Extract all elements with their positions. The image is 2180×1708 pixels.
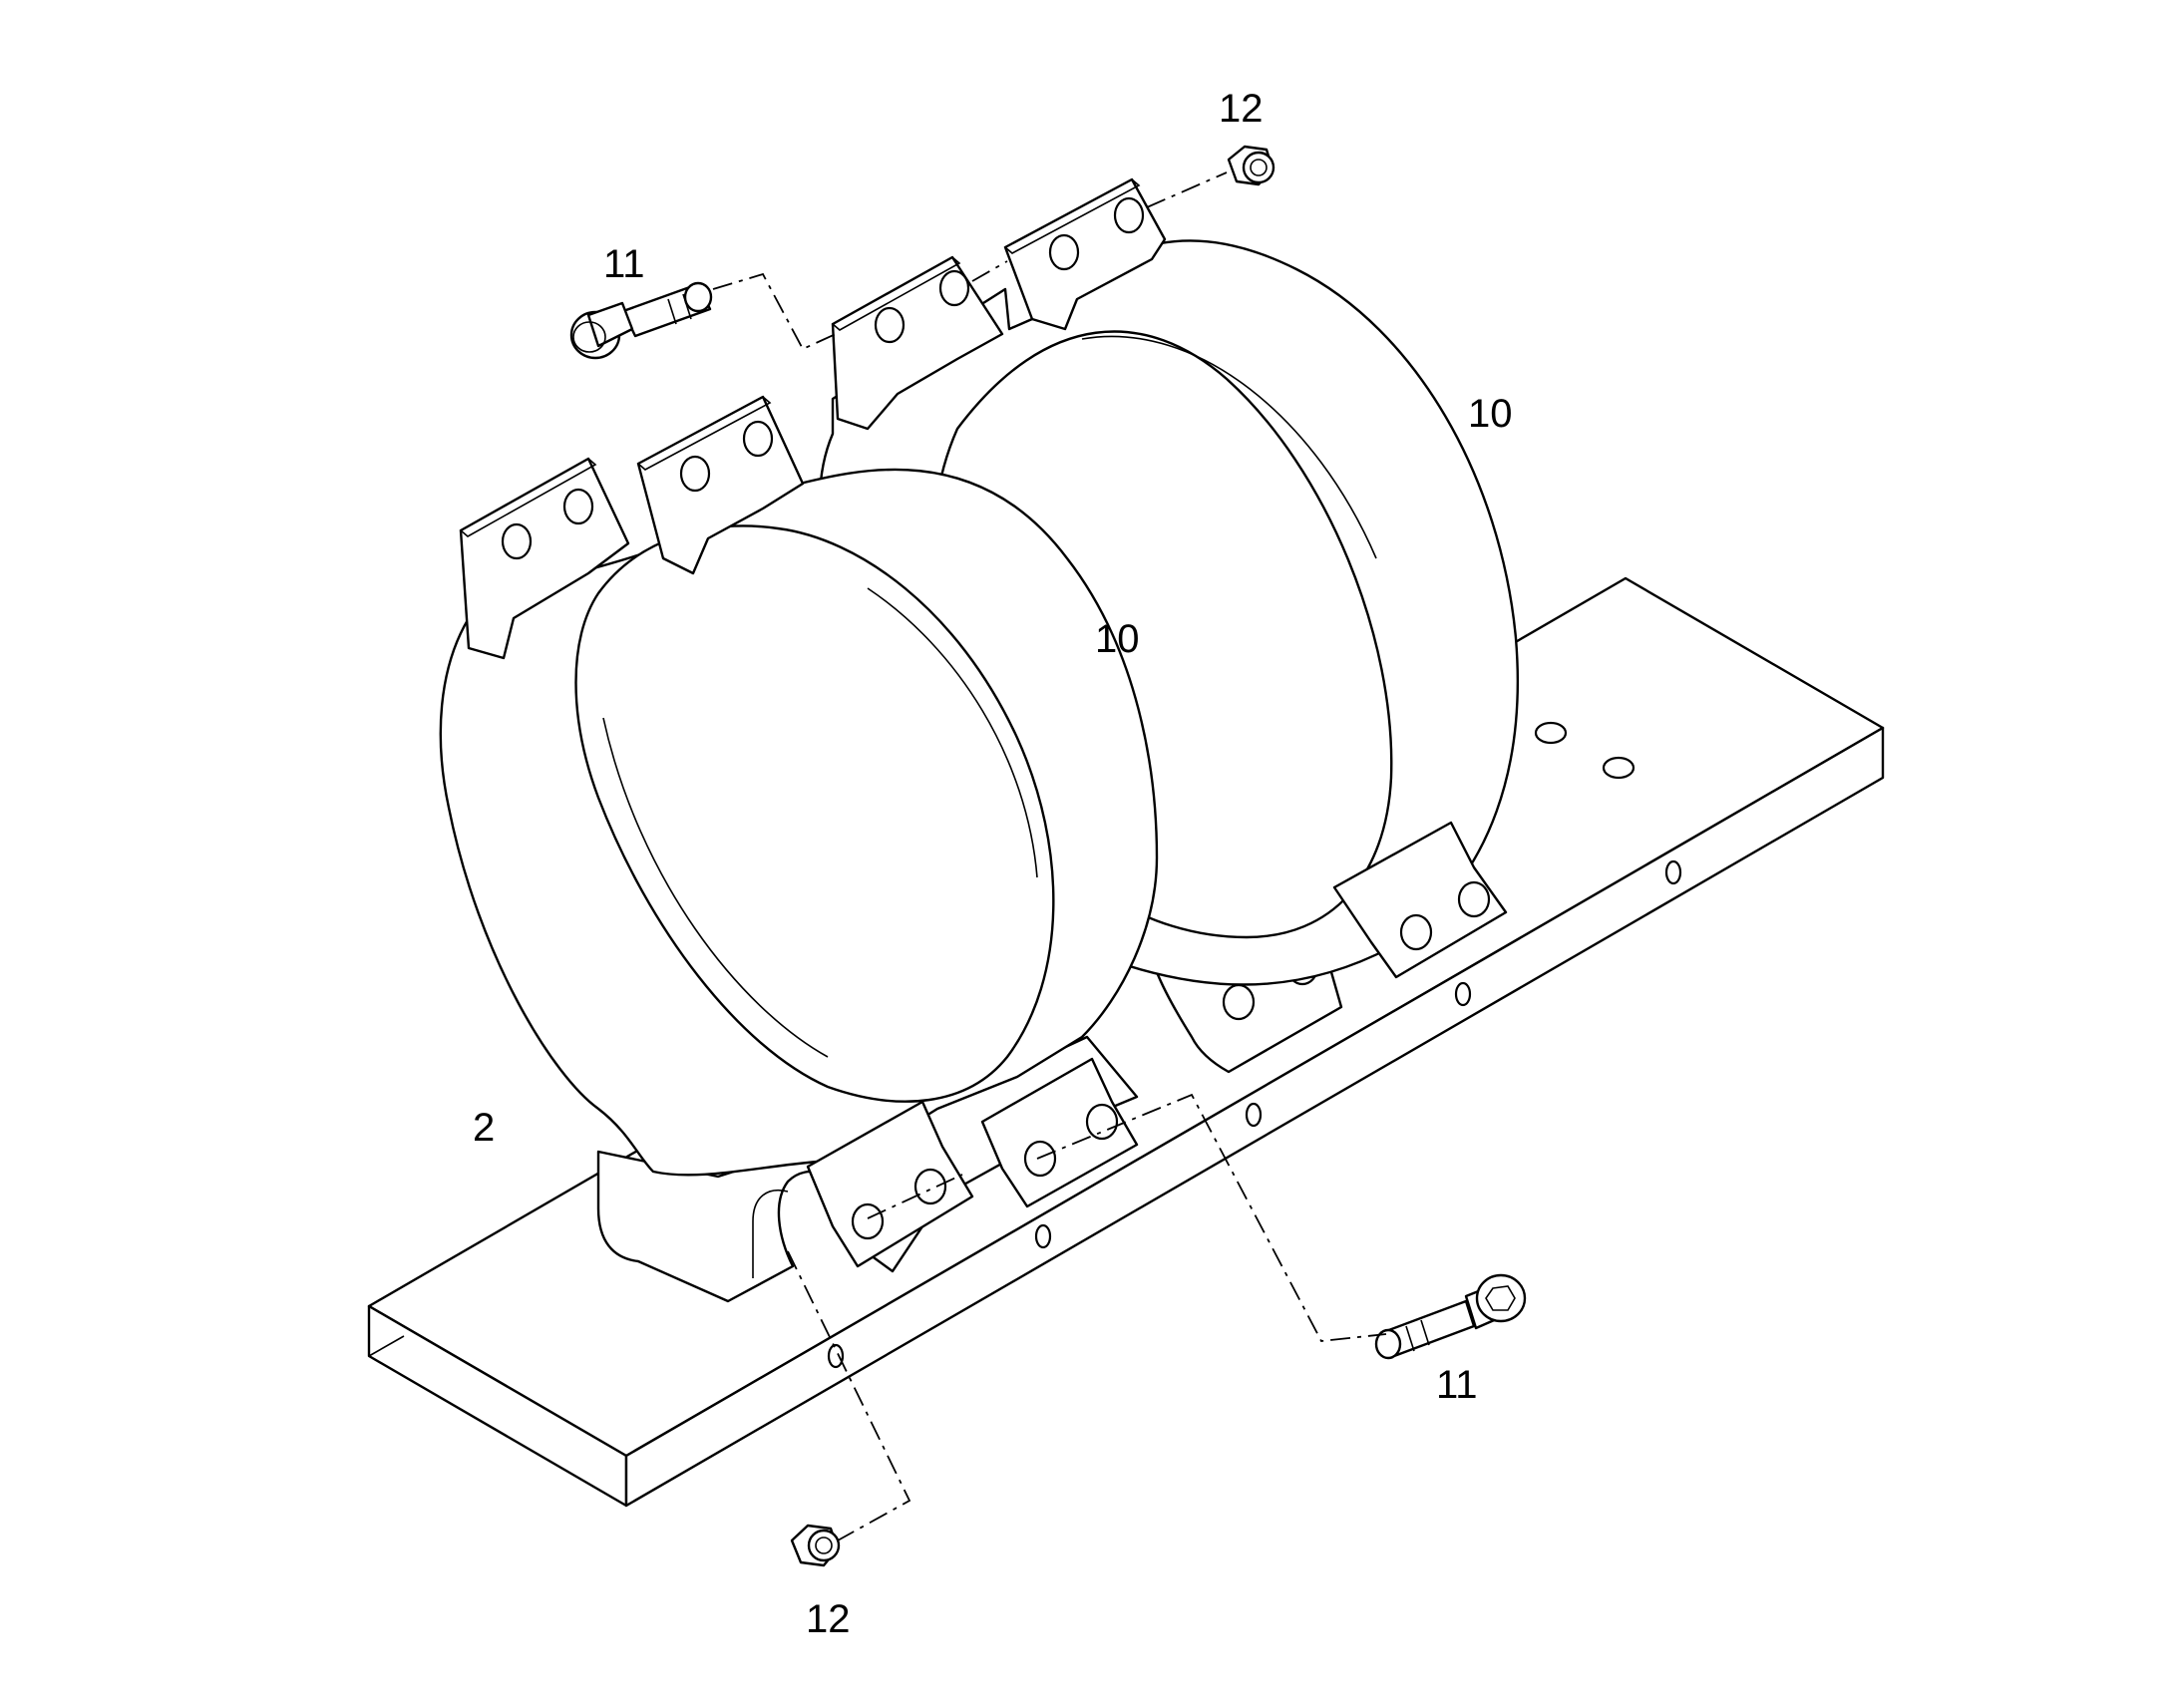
- callout-labels: 2 10 10 11 11 12 12: [473, 87, 1513, 1641]
- callout-base: 2: [473, 1106, 495, 1150]
- assembly-centerlines: [712, 171, 1387, 1541]
- callout-clamp-front: 10: [1095, 617, 1140, 661]
- callout-clamp-rear: 10: [1468, 392, 1513, 436]
- nut-top: [1227, 145, 1275, 186]
- callout-bolt-top: 11: [603, 242, 645, 286]
- callout-nut-top: 12: [1219, 87, 1264, 131]
- nut-bottom: [790, 1524, 841, 1567]
- front-clamp-ring: [439, 395, 1159, 1303]
- bolt-bottom: [1374, 1273, 1527, 1360]
- bolt-top: [569, 281, 713, 360]
- callout-bolt-bottom: 11: [1436, 1363, 1478, 1407]
- callout-nut-bottom: 12: [806, 1597, 851, 1641]
